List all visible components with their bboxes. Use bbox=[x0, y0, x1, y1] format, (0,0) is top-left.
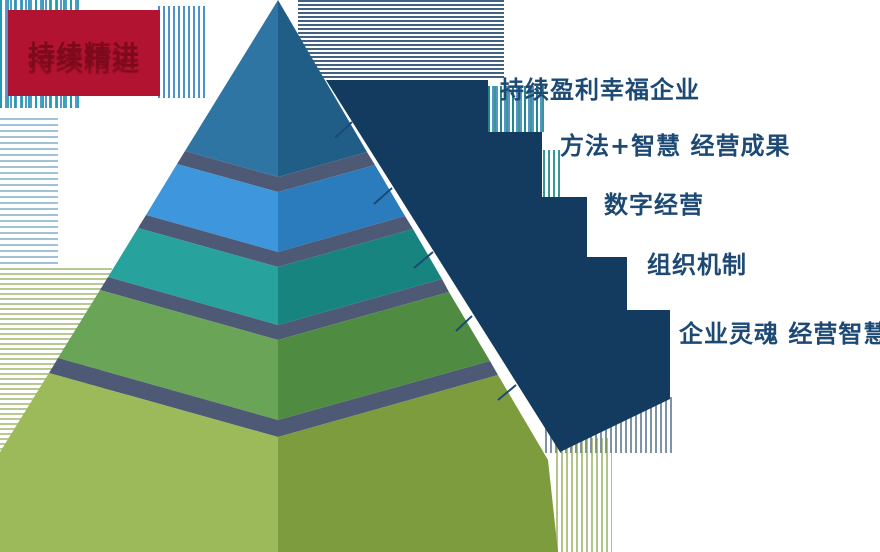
stepped-drop-shadow bbox=[326, 80, 670, 452]
pyramid-level-3-left-face bbox=[108, 228, 278, 325]
pyramid-level-2-right-face bbox=[278, 165, 405, 252]
separator-band-2 bbox=[138, 215, 413, 267]
pyramid-level-5-left-face bbox=[0, 373, 278, 552]
pyramid-level-4-right-face bbox=[278, 292, 490, 420]
leader-line-level-1 bbox=[334, 121, 353, 139]
title-badge: 持续精进 bbox=[8, 10, 160, 96]
pyramid-level-1-right-face bbox=[278, 0, 367, 177]
leader-line-level-4 bbox=[455, 315, 473, 332]
separator-band-1 bbox=[177, 151, 375, 192]
pyramid-level-5-right-face bbox=[278, 375, 558, 552]
pyramid-level-2-left-face bbox=[146, 164, 278, 252]
pyramid-level-3-right-face bbox=[278, 229, 442, 325]
separator-band-4 bbox=[49, 358, 498, 437]
leader-line-level-2 bbox=[373, 187, 393, 205]
pyramid-level-1-left-face bbox=[185, 0, 278, 177]
title-badge-text: 持续精进 bbox=[28, 40, 140, 72]
leader-line-level-5 bbox=[497, 384, 517, 401]
separator-band-3 bbox=[100, 277, 449, 340]
pyramid-level-4-left-face bbox=[58, 290, 278, 420]
leader-line-level-3 bbox=[413, 251, 434, 269]
